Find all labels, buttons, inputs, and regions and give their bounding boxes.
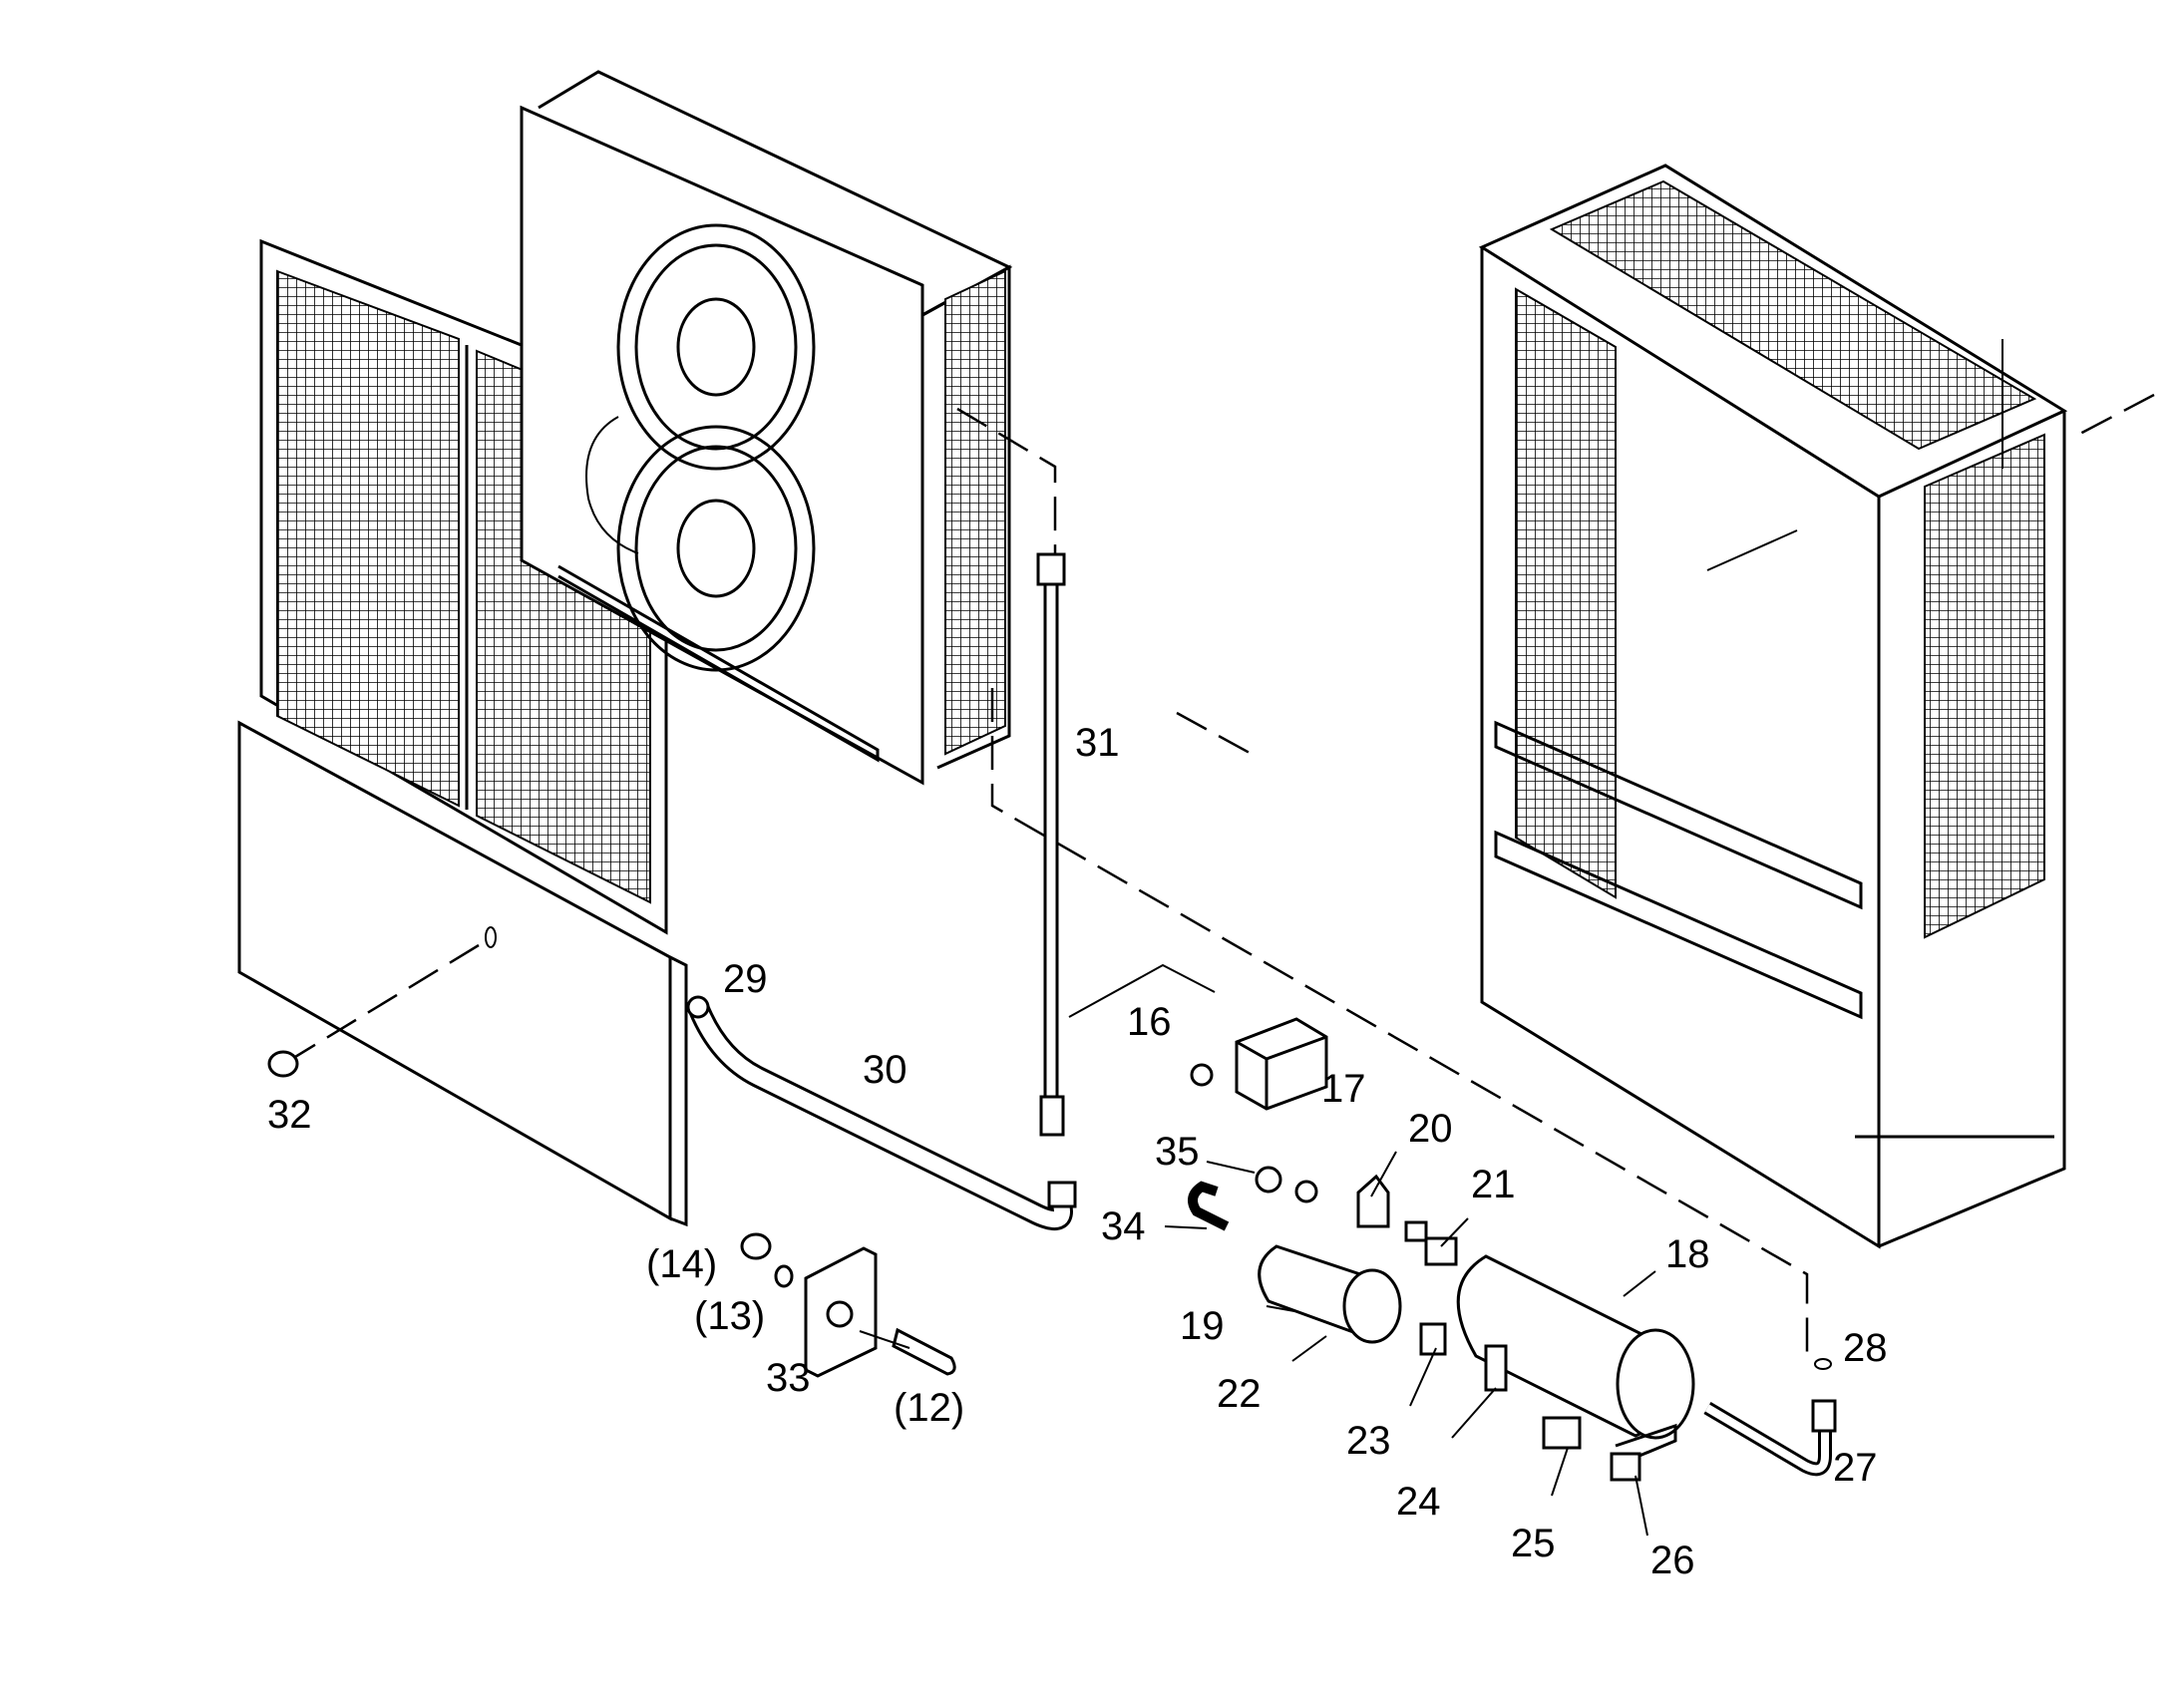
part-31-refrigerant-tube	[1036, 552, 1066, 1137]
callout-16: 16	[1127, 1000, 1172, 1044]
part-19-filter-drier	[1258, 1244, 1402, 1344]
callout-24: 24	[1396, 1480, 1441, 1524]
callout-21: 21	[1471, 1163, 1516, 1206]
upper-fan	[616, 223, 816, 471]
callout-18: 18	[1665, 1232, 1710, 1276]
part-30-hose	[686, 995, 1077, 1231]
callout-35: 35	[1155, 1130, 1200, 1174]
condenser-fan-assembly	[520, 70, 1013, 786]
part-17-pressure-switch	[1190, 1017, 1328, 1111]
callout-32: 32	[267, 1093, 312, 1137]
cabinet-frame	[1478, 164, 2068, 1249]
callout-22: 22	[1217, 1372, 1262, 1416]
part-27-pipe	[1703, 1358, 1837, 1477]
callout-28: 28	[1843, 1326, 1888, 1370]
fittings-cluster	[1188, 1166, 1641, 1482]
leader-lines	[859, 1151, 1656, 1537]
callout-23: 23	[1346, 1419, 1391, 1463]
callout-13: (13)	[694, 1294, 766, 1338]
callout-31: 31	[1075, 721, 1120, 765]
callout-20: 20	[1408, 1107, 1453, 1151]
callout-27: 27	[1833, 1446, 1878, 1490]
callout-26: 26	[1650, 1538, 1695, 1582]
lower-fan	[616, 425, 816, 672]
callout-17: 17	[1321, 1067, 1366, 1111]
callout-12: (12)	[894, 1386, 965, 1430]
callout-30: 30	[863, 1048, 908, 1092]
assembly-guide-lines	[294, 339, 2155, 1354]
callout-34: 34	[1101, 1204, 1146, 1248]
part-33-bracket	[267, 1050, 956, 1378]
callout-29: 29	[723, 957, 768, 1001]
lower-cover-panel	[237, 720, 688, 1227]
part-18-receiver-tank	[1456, 1254, 1695, 1468]
callout-25: 25	[1511, 1522, 1556, 1565]
callout-33: 33	[766, 1356, 811, 1400]
callout-19: 19	[1180, 1304, 1225, 1348]
callout-14: (14)	[646, 1242, 718, 1286]
